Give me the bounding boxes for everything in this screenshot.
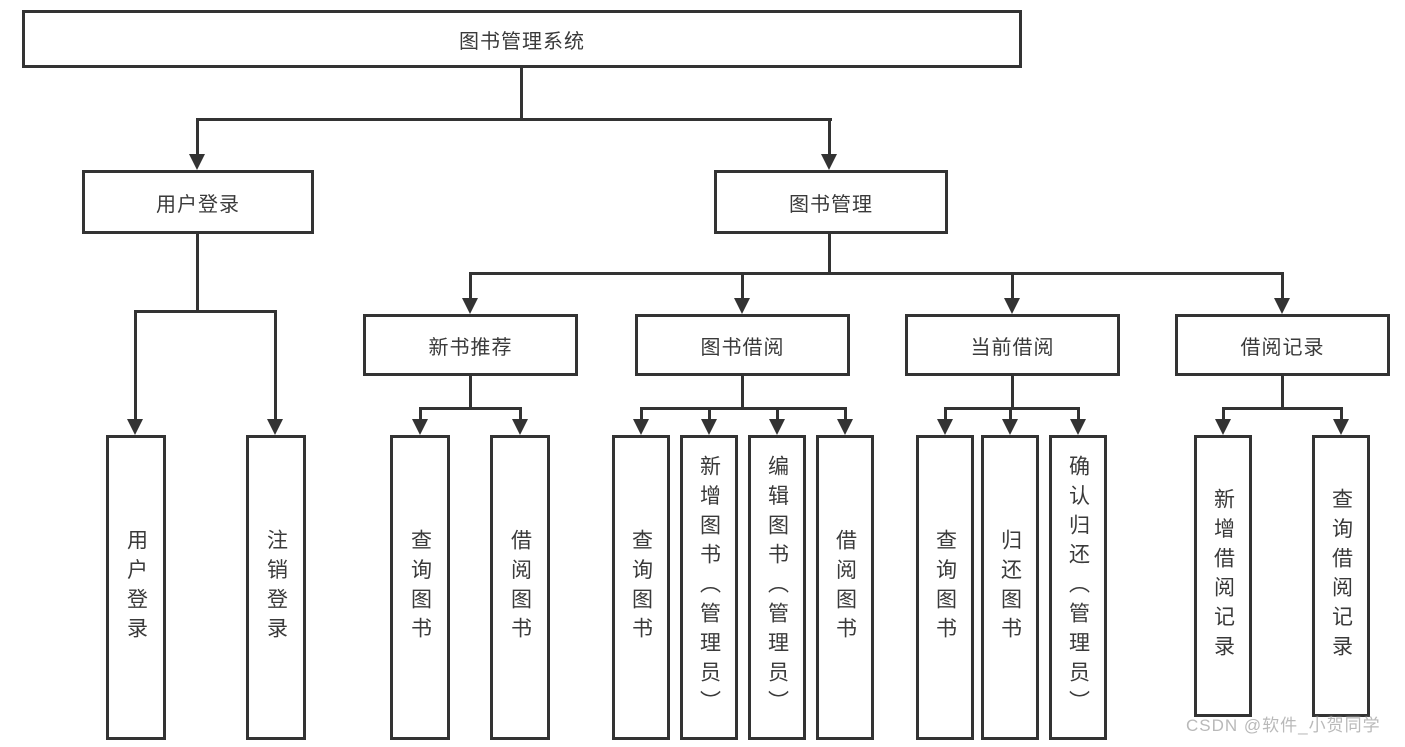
node-book-mgmt: 图书管理 xyxy=(714,170,948,234)
connector-line xyxy=(134,310,276,313)
leaf-add-borrow-record-label: 新增借阅记录 xyxy=(1211,487,1235,665)
leaf-borrow-book-label: 借阅图书 xyxy=(833,528,857,647)
connector-line xyxy=(196,234,199,310)
arrow-down-icon xyxy=(1215,407,1232,435)
connector-line xyxy=(419,407,522,410)
leaf-logout-label: 注销登录 xyxy=(264,528,288,647)
connector-line xyxy=(828,234,831,272)
connector-line xyxy=(741,376,744,407)
arrow-down-icon xyxy=(127,310,144,435)
node-current-borrow-label: 当前借阅 xyxy=(970,336,1055,359)
leaf-newbook-borrow-label: 借阅图书 xyxy=(508,528,532,647)
leaf-newbook-query-label: 查询图书 xyxy=(408,528,432,647)
leaf-borrow-query: 查询图书 xyxy=(612,435,670,740)
arrow-down-icon xyxy=(734,272,751,314)
leaf-query-borrow-record: 查询借阅记录 xyxy=(1312,435,1370,717)
connector-line xyxy=(640,407,846,410)
leaf-query-borrow-record-label: 查询借阅记录 xyxy=(1329,487,1353,665)
leaf-confirm-return-admin: 确认归还（管理员） xyxy=(1049,435,1107,740)
node-root-system: 图书管理系统 xyxy=(22,10,1022,68)
leaf-borrow-add-admin-label: 新增图书（管理员） xyxy=(697,455,721,720)
arrow-down-icon xyxy=(821,118,838,170)
node-book-borrow-label: 图书借阅 xyxy=(700,336,785,359)
arrow-down-icon xyxy=(633,407,650,435)
arrow-down-icon xyxy=(1333,407,1350,435)
arrow-down-icon xyxy=(412,407,429,435)
leaf-borrow-query-label: 查询图书 xyxy=(629,528,653,647)
node-new-book: 新书推荐 xyxy=(363,314,578,376)
connector-line xyxy=(1222,407,1342,410)
arrow-down-icon xyxy=(701,407,718,435)
leaf-add-borrow-record: 新增借阅记录 xyxy=(1194,435,1252,717)
connector-line xyxy=(469,376,472,407)
connector-line xyxy=(196,118,832,121)
connector-line xyxy=(1011,376,1014,407)
arrow-down-icon xyxy=(937,407,954,435)
arrow-down-icon xyxy=(267,310,284,435)
leaf-borrow-add-admin: 新增图书（管理员） xyxy=(680,435,738,740)
arrow-down-icon xyxy=(837,407,854,435)
node-book-mgmt-label: 图书管理 xyxy=(789,193,873,216)
arrow-down-icon xyxy=(512,407,529,435)
node-user-login-label: 用户登录 xyxy=(156,193,240,216)
arrow-down-icon xyxy=(1274,272,1291,314)
node-current-borrow: 当前借阅 xyxy=(905,314,1120,376)
arrow-down-icon xyxy=(769,407,786,435)
node-book-borrow: 图书借阅 xyxy=(635,314,850,376)
connector-line xyxy=(469,272,1283,275)
leaf-borrow-book: 借阅图书 xyxy=(816,435,874,740)
node-root-label: 图书管理系统 xyxy=(459,30,585,53)
node-borrow-records: 借阅记录 xyxy=(1175,314,1390,376)
connector-line xyxy=(520,68,523,118)
leaf-newbook-query: 查询图书 xyxy=(390,435,450,740)
leaf-user-login-label: 用户登录 xyxy=(124,528,148,647)
leaf-current-query-label: 查询图书 xyxy=(933,528,957,647)
leaf-return-book-label: 归还图书 xyxy=(998,528,1022,647)
node-user-login: 用户登录 xyxy=(82,170,314,234)
leaf-logout: 注销登录 xyxy=(246,435,306,740)
leaf-borrow-edit-admin: 编辑图书（管理员） xyxy=(748,435,806,740)
leaf-user-login: 用户登录 xyxy=(106,435,166,740)
arrow-down-icon xyxy=(1002,407,1019,435)
arrow-down-icon xyxy=(462,272,479,314)
arrow-down-icon xyxy=(1004,272,1021,314)
leaf-current-query: 查询图书 xyxy=(916,435,974,740)
leaf-confirm-return-admin-label: 确认归还（管理员） xyxy=(1066,455,1090,720)
leaf-borrow-edit-admin-label: 编辑图书（管理员） xyxy=(765,455,789,720)
watermark: CSDN @软件_小贺同学 xyxy=(1186,716,1381,735)
connector-line xyxy=(1281,376,1284,407)
arrow-down-icon xyxy=(189,118,206,170)
leaf-newbook-borrow: 借阅图书 xyxy=(490,435,550,740)
node-borrow-records-label: 借阅记录 xyxy=(1240,336,1325,359)
arrow-down-icon xyxy=(1070,407,1087,435)
leaf-return-book: 归还图书 xyxy=(981,435,1039,740)
node-new-book-label: 新书推荐 xyxy=(428,336,513,359)
